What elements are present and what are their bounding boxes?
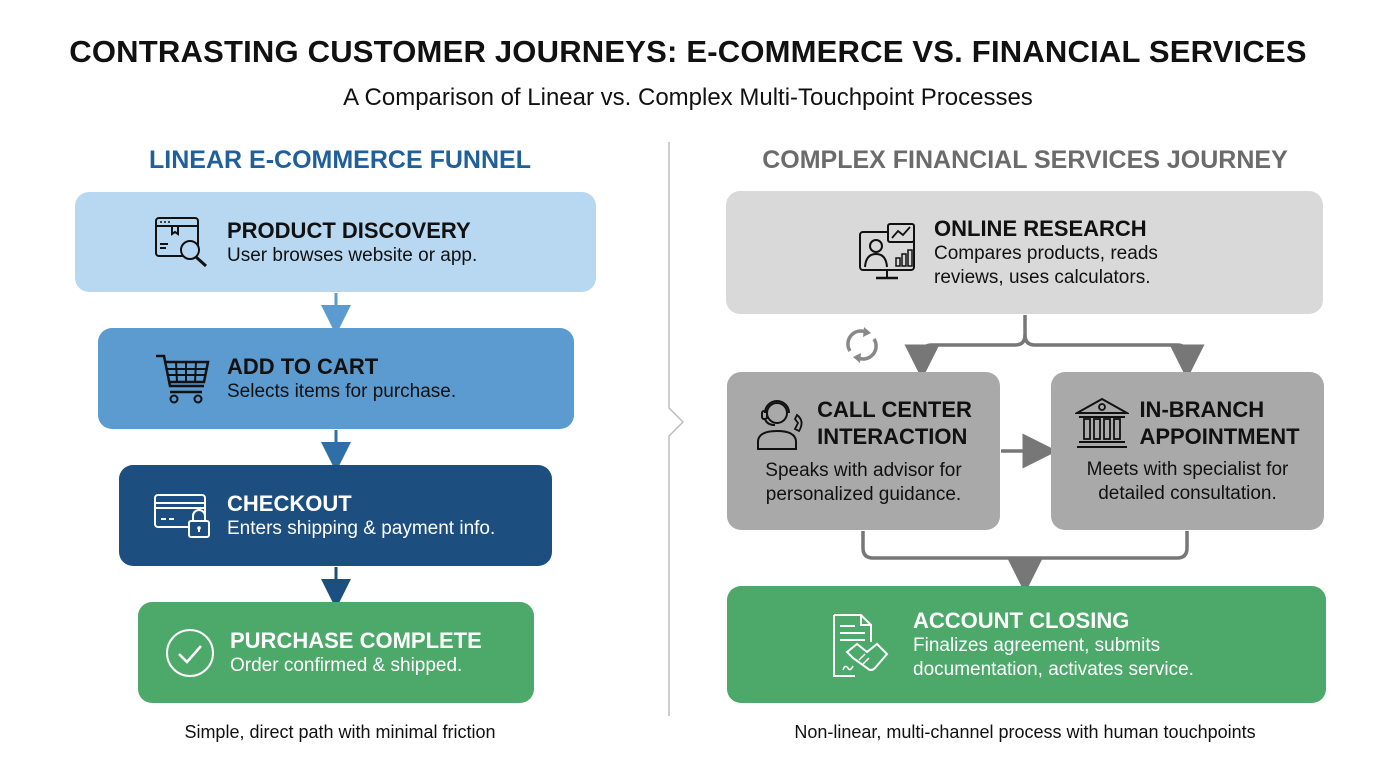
step-product-discovery: PRODUCT DISCOVERY User browses website o… — [75, 192, 596, 292]
bank-building-icon — [1075, 397, 1130, 449]
step-description: User browses website or app. — [227, 244, 478, 266]
arrow-merge-to-closing — [861, 531, 1189, 576]
step-title: CHECKOUT — [227, 491, 352, 516]
step-description-line: documentation, activates service. — [913, 659, 1194, 680]
step-description-line: Finalizes agreement, submits — [913, 635, 1161, 656]
monitor-analytics-icon — [858, 222, 920, 284]
step-add-to-cart: ADD TO CART Selects items for purchase. — [98, 328, 574, 429]
right-section-heading: COMPLEX FINANCIAL SERVICES JOURNEY — [762, 146, 1288, 174]
step-call-center-interaction: CALL CENTER INTERACTION Speaks with advi… — [727, 372, 1000, 530]
right-caption: Non-linear, multi-channel process with h… — [794, 722, 1256, 742]
step-description-line: reviews, uses calculators. — [934, 267, 1151, 288]
step-description: Selects items for purchase. — [227, 381, 457, 402]
check-circle-icon — [164, 628, 216, 678]
step-description: Enters shipping & payment info. — [227, 518, 496, 539]
step-title: PURCHASE COMPLETE — [230, 628, 482, 653]
step-title: ONLINE RESEARCH — [934, 216, 1147, 241]
arrow-research-to-branch — [1023, 334, 1205, 380]
step-title: ADD TO CART — [227, 354, 379, 379]
refresh-cycle-icon — [846, 327, 878, 363]
step-description-line: Compares products, reads — [934, 243, 1158, 264]
secure-card-icon — [153, 491, 213, 541]
step-title-line: CALL CENTER — [817, 397, 972, 422]
step-description-line: detailed consultation. — [1098, 483, 1277, 504]
step-online-research: ONLINE RESEARCH Compares products, reads… — [726, 191, 1323, 314]
arrow-research-split — [904, 315, 1027, 380]
page-subtitle: A Comparison of Linear vs. Complex Multi… — [343, 84, 1033, 111]
contract-handshake-icon — [831, 612, 891, 678]
step-title-line: INTERACTION — [817, 424, 968, 449]
step-description-line: personalized guidance. — [765, 484, 962, 505]
step-description: Order confirmed & shipped. — [230, 655, 463, 676]
step-checkout: CHECKOUT Enters shipping & payment info. — [119, 465, 552, 566]
left-caption: Simple, direct path with minimal frictio… — [184, 722, 496, 742]
headset-agent-icon — [755, 395, 807, 451]
step-title-line: IN-BRANCH — [1139, 397, 1265, 422]
left-section-heading: LINEAR E-COMMERCE FUNNEL — [149, 146, 531, 174]
step-title-line: APPOINTMENT — [1139, 424, 1300, 449]
step-title: ACCOUNT CLOSING — [913, 608, 1130, 633]
step-title: PRODUCT DISCOVERY — [227, 217, 471, 243]
page-title: CONTRASTING CUSTOMER JOURNEYS: E-COMMERC… — [69, 34, 1307, 69]
step-in-branch-appointment: IN-BRANCH APPOINTMENT Meets with special… — [1051, 372, 1324, 530]
step-description-line: Meets with specialist for — [1086, 459, 1289, 480]
divider — [668, 142, 685, 716]
step-purchase-complete: PURCHASE COMPLETE Order confirmed & ship… — [138, 602, 534, 703]
step-description-line: Speaks with advisor for — [765, 460, 962, 481]
step-account-closing: ACCOUNT CLOSING Finalizes agreement, sub… — [727, 586, 1326, 703]
browser-search-icon — [153, 214, 213, 270]
shopping-cart-icon — [153, 352, 213, 406]
